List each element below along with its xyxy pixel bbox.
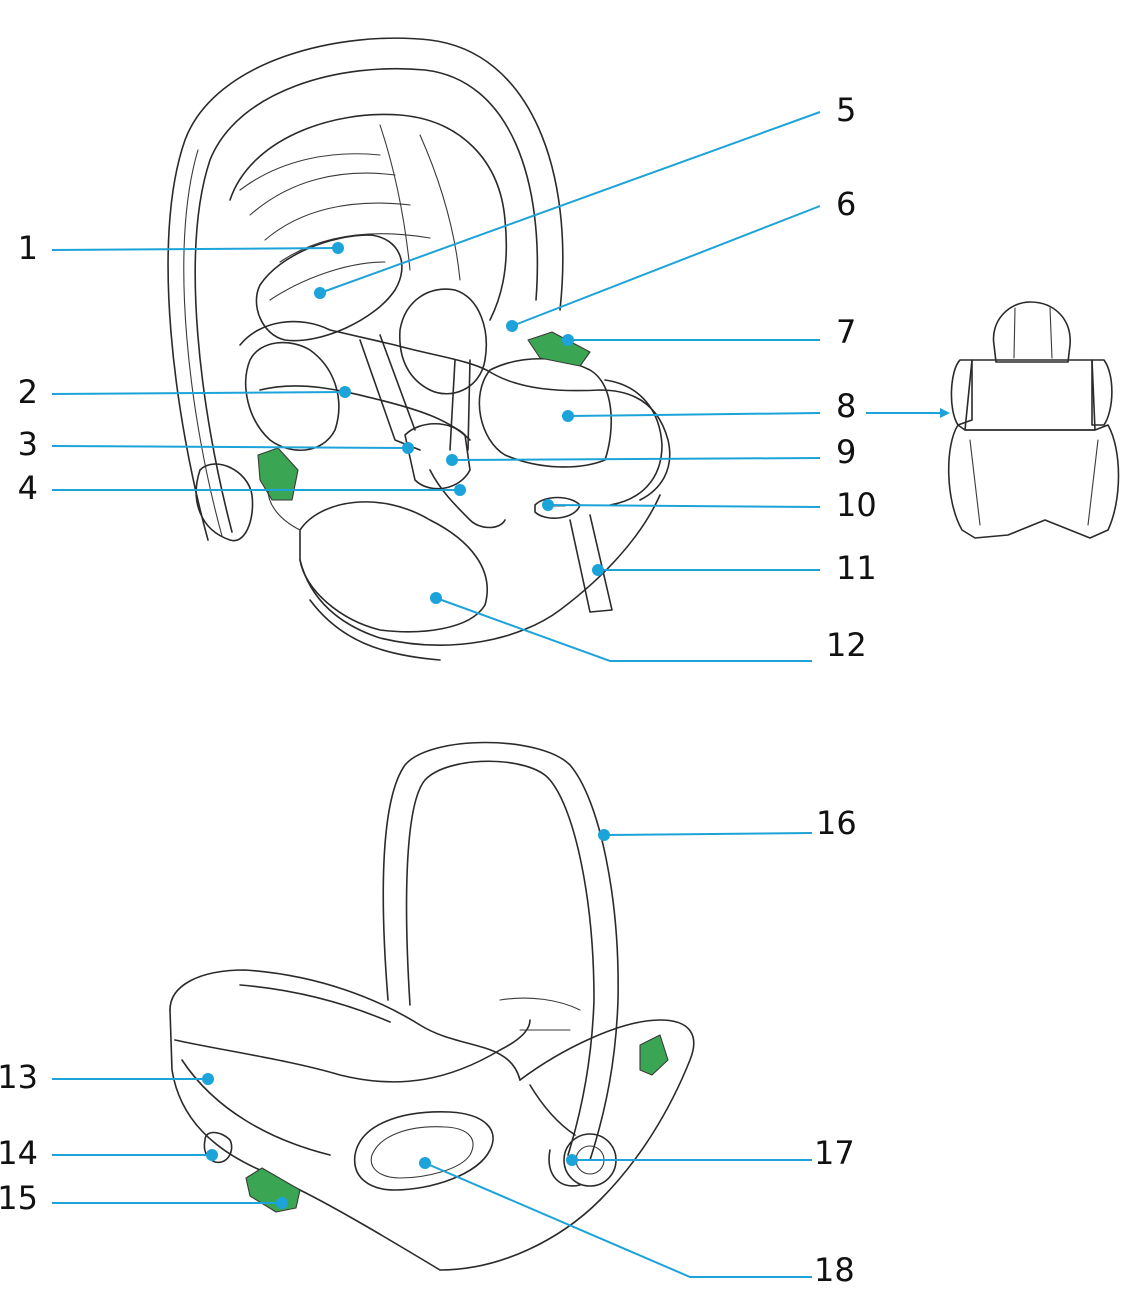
callout-number: 6 [836,185,856,223]
callout-number: 16 [816,804,857,842]
callout-leader-line [451,457,821,461]
callout-16: 16 [598,804,857,842]
callout-dot [402,442,414,454]
callout-5: 5 [314,91,856,299]
callout-2: 2 [18,373,351,411]
callout-number: 4 [18,469,38,507]
green-side-button-rear [640,1035,668,1075]
callout-number: 17 [814,1134,855,1172]
callout-leader-line [511,205,821,327]
callout-11: 11 [592,549,877,587]
callout-number: 3 [18,425,38,463]
callout-12: 12 [430,592,867,664]
callout-dot [202,1073,214,1085]
callout-6: 6 [506,185,856,332]
callout-dot [542,499,554,511]
callout-leader-line [547,504,821,508]
callout-3: 3 [18,425,414,463]
car-seat-front-illustration [167,37,671,661]
callout-dot [206,1149,218,1161]
callout-number: 7 [836,313,856,351]
callout-number: 14 [0,1134,38,1172]
callout-dot [339,386,351,398]
callout-dot [332,242,344,254]
callout-leader-line [424,1162,812,1278]
callout-dot [566,1154,578,1166]
green-adjuster-left [258,448,298,500]
car-seat-rear-illustration [169,741,695,1271]
callout-number: 9 [836,433,856,471]
callout-dot [506,320,518,332]
callout-number: 11 [836,549,877,587]
callout-number: 13 [0,1058,38,1096]
insert-arrow [866,408,950,418]
callout-number: 8 [836,387,856,425]
callout-leader-line [51,391,346,395]
callout-dot [430,592,442,604]
callout-number: 1 [18,229,38,267]
callout-dot [276,1197,288,1209]
callout-dot [454,484,466,496]
recline-adjuster-top [528,332,590,366]
callout-4: 4 [18,469,466,507]
callout-18: 18 [419,1157,855,1289]
newborn-insert-illustration [947,301,1120,539]
callout-leader-line [567,412,821,417]
callout-dot [562,334,574,346]
callout-17: 17 [566,1134,855,1172]
callout-dot [562,410,574,422]
callout-9: 9 [446,433,856,471]
callout-14: 14 [0,1134,218,1172]
callout-dot [592,564,604,576]
callout-leader-line [319,111,821,294]
callout-1: 1 [18,229,344,267]
callout-number: 18 [814,1251,855,1289]
callout-10: 10 [542,486,877,524]
callout-8: 8 [562,387,856,425]
callout-15: 15 [0,1179,288,1217]
callout-number: 10 [836,486,877,524]
callout-dot [446,454,458,466]
callout-leader-line [435,597,812,662]
callout-7: 7 [562,313,856,351]
callout-dot [419,1157,431,1169]
callout-leader-line [51,247,339,251]
callout-number: 15 [0,1179,38,1217]
callout-number: 5 [836,91,856,129]
callout-leader-line [603,832,813,836]
callout-number: 12 [826,626,867,664]
callout-13: 13 [0,1058,214,1096]
callout-number: 2 [18,373,38,411]
callout-leader-line [51,445,409,449]
callout-dot [598,829,610,841]
callout-dot [314,287,326,299]
